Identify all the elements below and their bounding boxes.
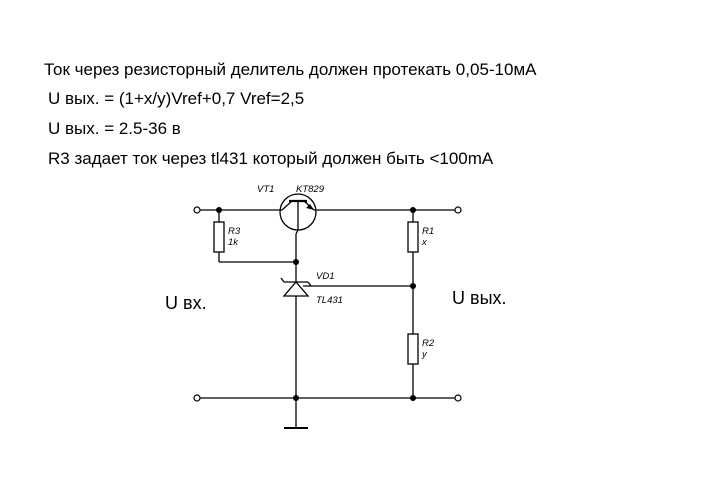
r1-ref: R1	[422, 226, 434, 237]
resistor-r3	[213, 210, 296, 263]
terminal-output-bottom	[454, 394, 462, 402]
note-current-range: Ток через резисторный делитель должен пр…	[44, 60, 537, 79]
terminal-input-top	[193, 206, 201, 214]
note-r3-purpose: R3 задает ток через tl431 который должен…	[48, 149, 494, 168]
terminal-output-top	[454, 206, 462, 214]
resistor-r1	[407, 210, 419, 334]
transistor-vt1	[279, 193, 317, 231]
r3-ref: R3	[228, 226, 241, 237]
r1-value: x	[421, 237, 428, 248]
transistor-ref: VT1	[257, 184, 274, 195]
r3-value: 1k	[228, 237, 239, 248]
note-output-range: U вых. = 2.5-36 в	[48, 119, 181, 138]
transistor-part: KT829	[296, 184, 325, 195]
input-voltage-label: U вх.	[165, 293, 207, 313]
wire-base	[295, 229, 299, 235]
resistor-r2	[407, 333, 419, 398]
r2-ref: R2	[422, 338, 435, 349]
ground-symbol	[284, 398, 308, 429]
terminal-input-bottom	[193, 394, 201, 402]
zener-part: TL431	[316, 295, 343, 306]
note-output-formula: U вых. = (1+x/y)Vref+0,7 Vref=2,5	[48, 89, 305, 108]
output-voltage-label: U вых.	[452, 288, 507, 308]
r2-value: y	[421, 349, 428, 360]
zener-vd1	[280, 277, 413, 398]
zener-ref: VD1	[316, 271, 334, 282]
